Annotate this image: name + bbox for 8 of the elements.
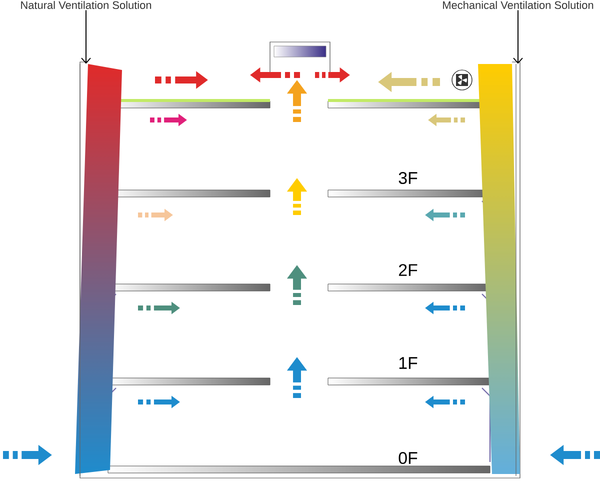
- floor-label: 1F: [399, 357, 418, 369]
- floor-label: 3F: [398, 172, 418, 184]
- arrow: [513, 10, 523, 64]
- heading: Natural Ventilation Solution: [21, 0, 152, 10]
- floor-label: 0F: [398, 452, 418, 464]
- floor-label: 2F: [398, 264, 418, 276]
- heading: Mechanical Ventilation Solution: [443, 0, 594, 10]
- arrow: [81, 10, 91, 64]
